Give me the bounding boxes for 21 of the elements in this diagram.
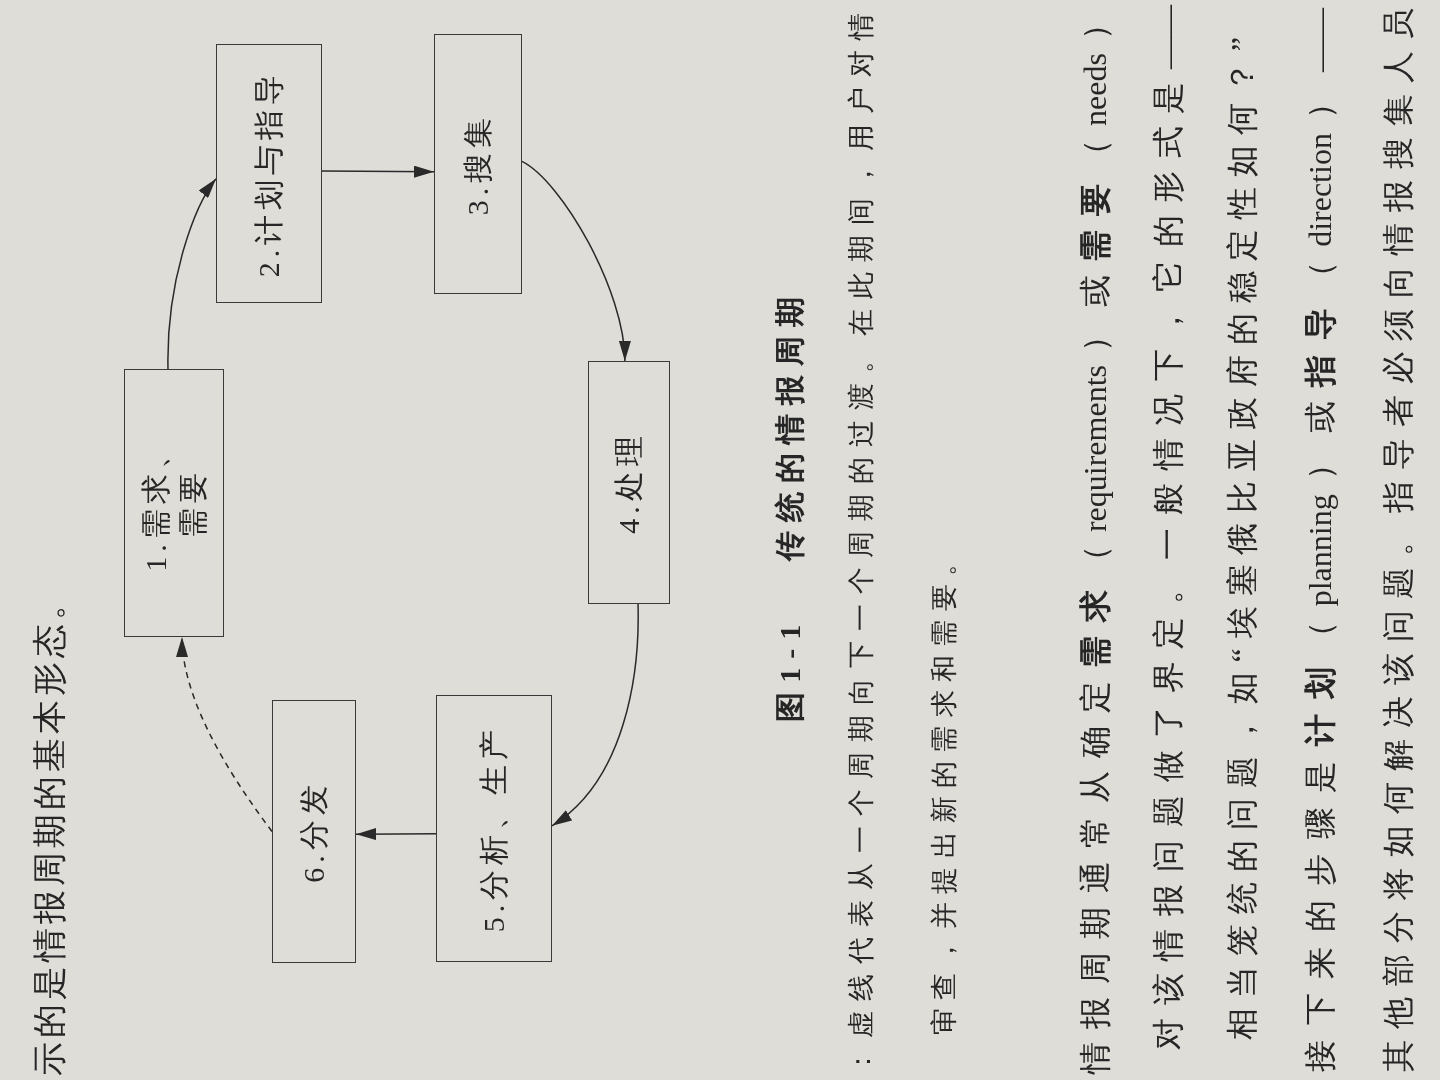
- arrow: [321, 165, 435, 178]
- process-box: 5.分析、生产: [436, 695, 552, 962]
- text-line: 示的是情报周期的基本形态。: [30, 586, 69, 1076]
- process-box: 6.分发: [272, 700, 356, 963]
- arrow: [167, 177, 217, 370]
- arrow: [551, 603, 639, 827]
- body-text-line: 其他部分将如何解决该问题。指导者必须向情报搜集人员: [1379, 8, 1417, 1072]
- process-box: 2.计划与指导: [216, 44, 322, 303]
- dashed-arrow: [177, 636, 273, 833]
- process-box: 1.需求、需要: [124, 369, 224, 637]
- figure-caption: 图1-1 传统的情报周期: [771, 287, 807, 724]
- process-box: 4.处理: [588, 361, 670, 604]
- body-text-line: 对该情报问题做了界定。一般情况下，它的形式是——: [1149, 5, 1187, 1050]
- arrow: [355, 828, 437, 841]
- body-text-line: 接下来的步骤是计划（planning）或指导（direction）——: [1301, 8, 1339, 1072]
- note-line: ：虚线代表从一个周期向下一个周期的过渡。在此期间，用户对情: [845, 13, 877, 1075]
- arrow: [521, 160, 630, 362]
- note-line: 审查，并提出新的需求和需要。: [928, 549, 960, 1035]
- body-text-line: 相当笼统的问题，如“埃塞俄比亚政府的稳定性如何？”: [1223, 37, 1261, 1040]
- body-text-line: 情报周期通常从确定需求（requirements）或需要（needs）: [1076, 8, 1114, 1074]
- process-box: 3.搜集: [434, 34, 522, 294]
